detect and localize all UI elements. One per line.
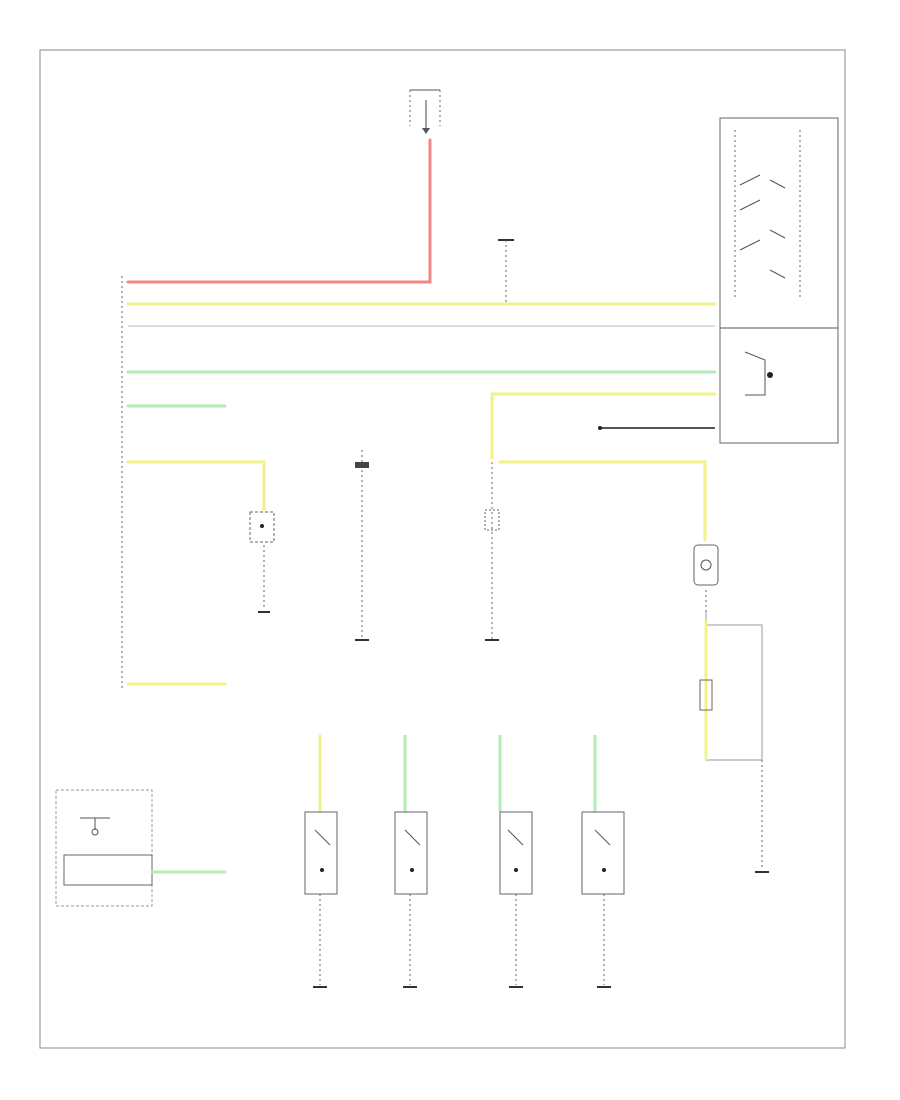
brake-switch [719,117,839,444]
instrument-cluster [55,789,153,907]
cruise-control-switch [355,450,369,641]
red-wire [126,138,432,284]
lower-switch-4 [581,735,625,988]
top-fuse [409,89,441,134]
clock-spring [693,544,769,873]
lower-switch-1 [304,735,338,988]
diagram-frame [39,49,846,1049]
yellow-wire-clockspring [498,460,707,542]
traction-control-switch [249,511,275,613]
yellow-wire-traction [126,460,266,512]
lower-switch-3 [498,735,533,988]
lower-switch-2 [394,735,428,988]
steering-wheel-switch [484,462,500,641]
brake-ground-symbol [498,239,514,304]
yellow-wire-mid [490,392,717,460]
